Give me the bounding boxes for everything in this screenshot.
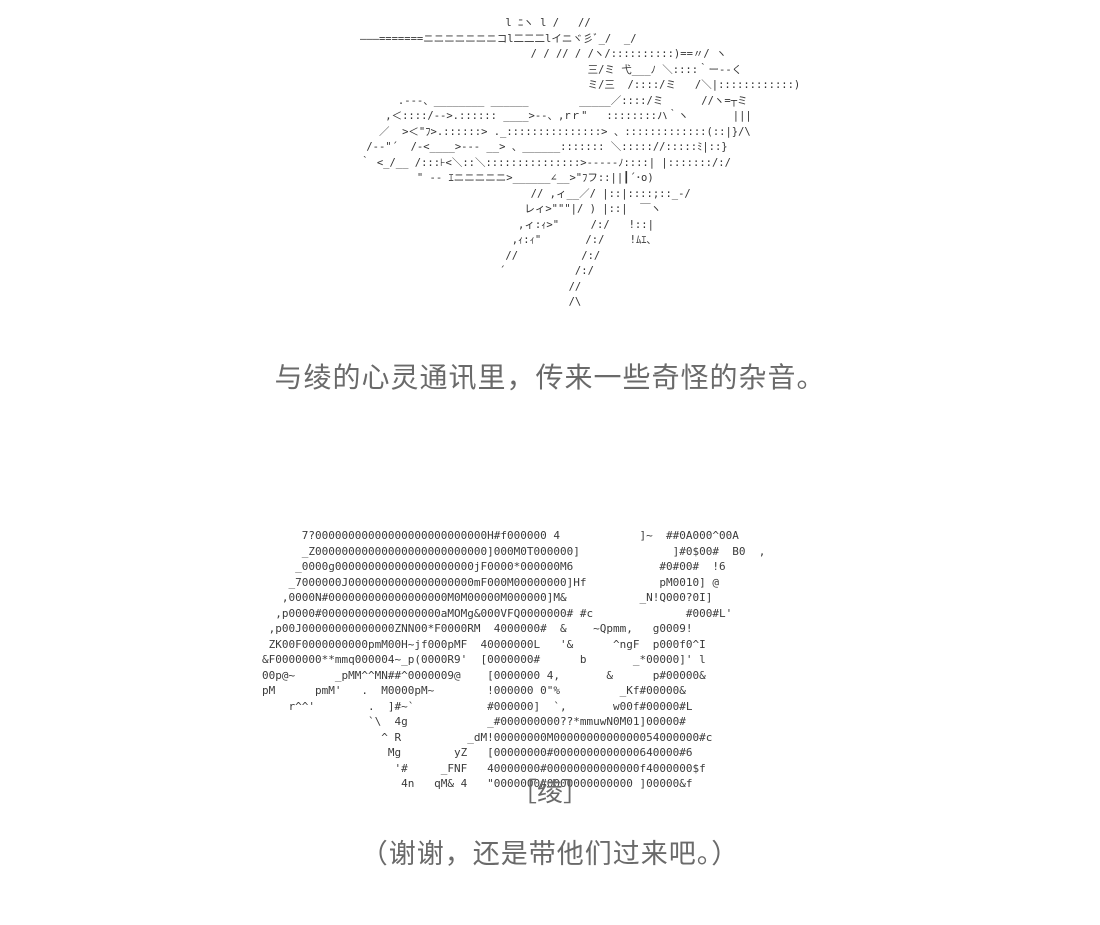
dialogue-text: （谢谢，还是带他们过来吧。）: [360, 839, 740, 870]
narration-text: 与绫的心灵通讯里，传来一些奇怪的杂音。: [274, 361, 826, 394]
ascii-art-title-logo: 7?00000000000000000000000000H#f000000 4 …: [262, 529, 766, 790]
ascii-art-dragonfly: l ﾆヽ l / // ———=======ニニニニニニニコl二二二lイニヾ彡ﾞ…: [360, 17, 801, 308]
speaker-name: ［绫］: [510, 778, 589, 808]
